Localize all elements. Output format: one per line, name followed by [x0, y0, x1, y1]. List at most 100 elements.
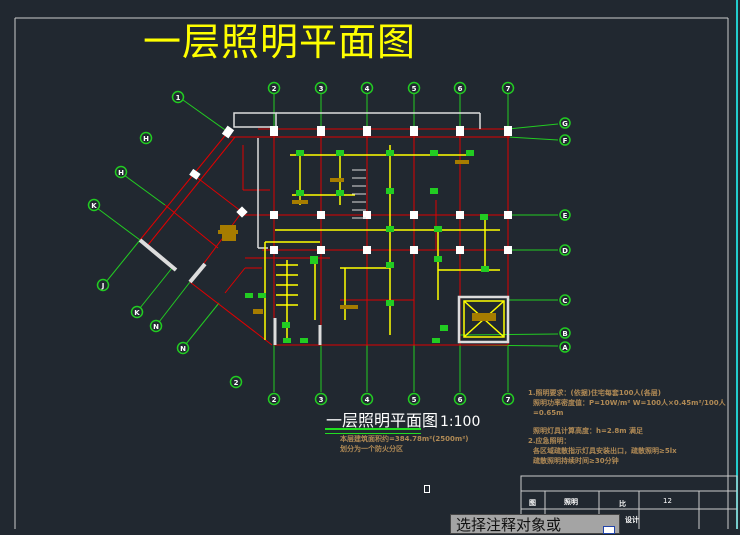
axis-bubble-right: E	[559, 209, 571, 221]
axis-bubble-left: J	[96, 278, 110, 292]
title-block-cell: 图	[529, 499, 536, 507]
axis-bubble-bottom: 4	[360, 392, 374, 406]
title-block-cell: 12	[663, 497, 672, 505]
axis-bubble-circle	[559, 327, 571, 339]
axis-label: N	[153, 323, 159, 331]
axis-label: 4	[365, 85, 370, 93]
axis-bubble-circle	[314, 392, 328, 406]
axis-bubble-top: 3	[314, 81, 328, 95]
axis-label: 3	[319, 85, 324, 93]
axis-label: A	[562, 344, 568, 352]
axis-label: K	[134, 309, 140, 317]
axis-bubble-circle	[559, 294, 571, 306]
axis-bubble-circle	[267, 81, 281, 95]
axis-bubble-top: 2	[267, 81, 281, 95]
axis-bubble-circle	[501, 392, 515, 406]
axis-bubble-right: A	[559, 341, 571, 353]
axis-label: D	[562, 247, 568, 255]
axis-bubble-circle	[407, 392, 421, 406]
axis-label: E	[563, 212, 568, 220]
axis-bubble-right: F	[559, 134, 571, 146]
equipment-blocks	[218, 160, 496, 321]
axis-bubble-left: K	[130, 305, 144, 319]
axis-label: H	[118, 169, 124, 177]
design-note: 各区域疏散指示灯具安装出口，疏散照明≥5lx	[533, 447, 677, 455]
axis-bubble-bottom: 3	[314, 392, 328, 406]
columns	[189, 125, 512, 254]
stair	[352, 169, 366, 219]
axis-bubble-circle	[87, 198, 101, 212]
axis-bubble-right: C	[559, 294, 571, 306]
axis-label: G	[562, 120, 568, 128]
axis-label: H	[143, 135, 149, 143]
main-title: 一层照明平面图	[143, 20, 417, 64]
axis-bubble-left: H	[139, 131, 153, 145]
title-block-cell: 设计	[625, 516, 639, 524]
axis-bubble-right: G	[559, 117, 571, 129]
axis-bubble-left: 1	[171, 90, 185, 104]
axis-bubble-circle	[96, 278, 110, 292]
axis-bubble-circle	[314, 81, 328, 95]
axis-bubble-circle	[501, 81, 515, 95]
axis-bubble-left: H	[114, 165, 128, 179]
axis-bubble-bottom: 2	[267, 392, 281, 406]
cad-cursor	[424, 485, 430, 493]
axis-bubble-bottom: 5	[407, 392, 421, 406]
axis-label: J	[101, 282, 105, 290]
dropdown-icon[interactable]	[603, 526, 615, 534]
lighting-circuits	[264, 145, 505, 340]
axis-label: 5	[412, 85, 417, 93]
axis-bubble-circle	[267, 392, 281, 406]
design-note: 1.照明要求：(依据)住宅每套100人(各层)	[528, 389, 661, 397]
axis-label: 7	[506, 396, 511, 404]
axis-bubble-circle	[559, 341, 571, 353]
axis-lines	[96, 94, 559, 392]
wall-lines	[139, 128, 510, 346]
axis-label: K	[91, 202, 97, 210]
design-notes: 1.照明要求：(依据)住宅每套100人(各层) 照明功率密度值：P=10W/m²…	[528, 388, 726, 466]
drawing-scale: 1:100	[440, 414, 481, 430]
axis-label: 6	[458, 396, 463, 404]
axis-label: 4	[365, 396, 370, 404]
axis-label: 3	[319, 396, 324, 404]
axis-bubble-top: 4	[360, 81, 374, 95]
axis-bubble-circle	[559, 209, 571, 221]
area-note: 本层建筑面积约=384.78m²(2500m²)	[340, 435, 469, 443]
subtitle-underline	[325, 428, 421, 434]
axis-bubble-right: D	[559, 244, 571, 256]
design-note: 2.应急照明：	[528, 437, 571, 445]
axis-label: 7	[506, 85, 511, 93]
title-block-cell: 照明	[564, 498, 578, 506]
axis-bubble-bottom: 7	[501, 392, 515, 406]
axis-bubble-circle	[360, 392, 374, 406]
axis-bubble-circle	[139, 131, 153, 145]
light-fixtures	[245, 150, 489, 343]
axis-bubble-top: 7	[501, 81, 515, 95]
axis-bubble-circle	[559, 244, 571, 256]
design-note: 疏散照明持续时间≥30分钟	[533, 457, 619, 465]
axis-label: 2	[272, 396, 277, 404]
axis-bubble-right: B	[559, 327, 571, 339]
axis-bubble-circle	[453, 392, 467, 406]
axis-bubble-circle	[229, 375, 243, 389]
title-block-cell: 比	[619, 500, 626, 508]
axis-bubble-top: 5	[407, 81, 421, 95]
axis-label: 6	[458, 85, 463, 93]
axis-bubble-circle	[171, 90, 185, 104]
axis-label: B	[562, 330, 567, 338]
axis-bubble-circle	[360, 81, 374, 95]
axis-bubble-left: 2	[229, 375, 243, 389]
command-prompt-tooltip[interactable]: 选择注释对象或	[450, 514, 620, 534]
subtitle-text: 一层照明平面图	[326, 411, 439, 430]
axis-bubble-left: N	[149, 319, 163, 333]
design-note: 照明灯具计算高度：h=2.8m 满足	[533, 427, 643, 435]
axis-bubble-circle	[114, 165, 128, 179]
building-outline	[138, 112, 510, 345]
design-note: 照明功率密度值：P=10W/m² W=100人×0.45m²/100人=0.65…	[533, 399, 726, 417]
axis-bubble-left: K	[87, 198, 101, 212]
axis-bubble-bottom: 6	[453, 392, 467, 406]
axis-label: 2	[234, 379, 239, 387]
